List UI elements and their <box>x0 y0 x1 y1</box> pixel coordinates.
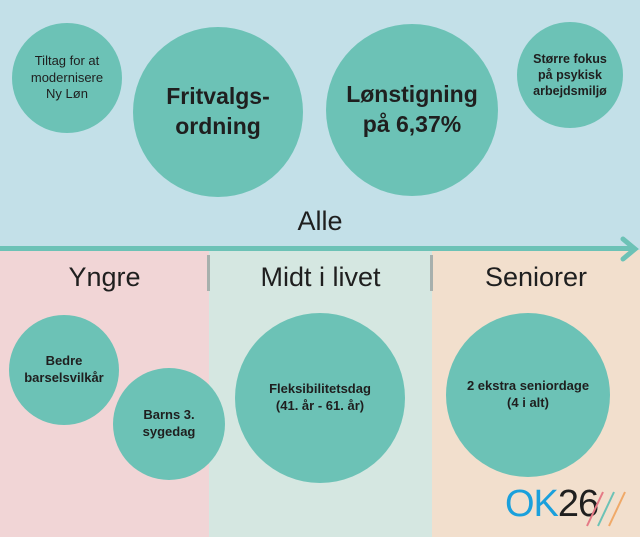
logo-num: 26 <box>557 483 599 525</box>
bubble-ny-lon: Tiltag for at modernisere Ny Løn <box>12 23 122 133</box>
bubble-fritvalg: Fritvalgs- ordning <box>133 27 303 197</box>
logo-ok: OK <box>505 483 559 525</box>
bubble-seniordage: 2 ekstra seniordage (4 i alt) <box>446 313 610 477</box>
bubble-fleksibilitetsdag: Fleksibilitetsdag (41. år - 61. år) <box>235 313 405 483</box>
bubble-lonstigning: Lønstigning på 6,37% <box>326 24 498 196</box>
logo-stripes-icon <box>586 491 626 527</box>
senior-label: Seniorer <box>484 262 588 292</box>
divider <box>207 255 210 291</box>
ok26-logo: OK26 <box>505 483 599 526</box>
divider <box>430 255 433 291</box>
bubble-sygedag: Barns 3. sygedag <box>113 368 225 480</box>
all-label: Alle <box>297 206 343 236</box>
midt-label: Midt i livet <box>260 262 381 292</box>
timeline-arrow <box>0 246 632 251</box>
bubble-psykisk: Større fokus på psykisk arbejdsmiljø <box>517 22 623 128</box>
bubble-barsel: Bedre barselsvilkår <box>9 315 119 425</box>
yngre-label: Yngre <box>68 262 141 292</box>
arrow-head-icon <box>620 236 639 262</box>
